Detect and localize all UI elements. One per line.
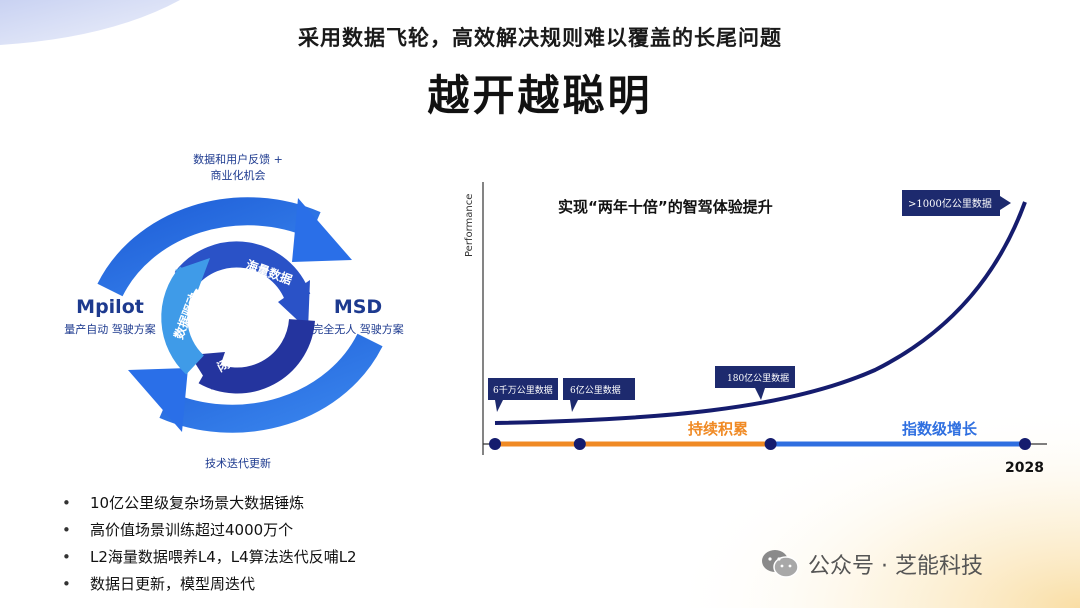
callout-1: 6千万公里数据: [488, 378, 558, 412]
performance-curve: [494, 201, 1027, 425]
top-cycle-label: 数据和用户反馈 + 商业化机会: [158, 152, 318, 184]
watermark-text: 公众号 · 芝能科技: [808, 554, 983, 579]
right-node-title: MSD: [333, 296, 383, 318]
bullet-item: 10亿公里级复杂场景大数据锤炼: [62, 490, 357, 517]
milestone-dot-3: [1019, 438, 1031, 450]
inner-arrowhead-bottom: [190, 352, 225, 390]
bullet-item: 高价值场景训练超过4000万个: [62, 517, 357, 544]
top-label-line2: 商业化机会: [210, 169, 266, 182]
callout-text: 6千万公里数据: [493, 384, 553, 396]
phase2-label: 指数级增长: [902, 420, 978, 438]
callout-2: 6亿公里数据: [563, 378, 635, 412]
growth-chart: Performance 实现“两年十倍”的智驾体验提升 持续积累 指数级增长 2…: [455, 180, 1055, 480]
chart-title: 实现“两年十倍”的智驾体验提升: [558, 198, 773, 216]
x-end-label: 2028: [1005, 460, 1044, 476]
page-title: 越开越聪明: [427, 71, 653, 120]
outer-arrow-top: [97, 197, 321, 297]
inner-arrowhead-left: [175, 258, 210, 290]
wechat-icon: [762, 550, 799, 578]
outer-arrow-bottom: [159, 333, 383, 433]
phase1-label: 持续积累: [688, 420, 748, 438]
growth-chart-svg: Performance 实现“两年十倍”的智驾体验提升 持续积累 指数级增长 2…: [464, 182, 1047, 476]
bullet-list: 10亿公里级复杂场景大数据锤炼 高价值场景训练超过4000万个 L2海量数据喂养…: [62, 490, 357, 598]
flywheel-arrows: 海量数据 数据驱动 闭环自动化: [97, 197, 383, 433]
page-subtitle: 采用数据飞轮，高效解决规则难以覆盖的长尾问题: [298, 26, 782, 50]
inner-arrow-left: [161, 266, 205, 375]
bullet-item: L2海量数据喂养L4，L4算法迭代反哺L2: [62, 544, 357, 571]
right-node-subtitle: 完全无人 驾驶方案: [312, 323, 404, 336]
outer-arrowhead-top: [292, 198, 352, 262]
callout-text: >1000亿公里数据: [908, 197, 992, 210]
inner-arrowhead-top: [278, 280, 310, 330]
left-node-title: Mpilot: [76, 296, 144, 318]
milestone-dot-2: [764, 438, 777, 450]
watermark: 公众号 · 芝能科技: [760, 548, 983, 580]
inner-arrow-bottom: [198, 318, 315, 394]
callout-text: 180亿公里数据: [727, 372, 789, 384]
y-axis-label: Performance: [464, 194, 475, 257]
top-label-line1: 数据和用户反馈 +: [193, 153, 283, 166]
milestone-dot-1: [573, 438, 586, 450]
callout-4: >1000亿公里数据: [902, 190, 1011, 216]
bullet-item: 数据日更新，模型周迭代: [62, 571, 357, 598]
outer-arrowhead-bottom: [128, 368, 188, 432]
callout-3: 180亿公里数据: [715, 366, 795, 400]
milestone-dot-0: [489, 438, 501, 450]
milestone-markers: [489, 438, 1031, 450]
bottom-cycle-label: 技术迭代更新: [205, 457, 271, 470]
callout-text: 6亿公里数据: [570, 384, 621, 396]
data-flywheel-diagram: 海量数据 数据驱动 闭环自动化 数据和用户反馈 + 商业化机会 技术迭代更新 M…: [40, 140, 440, 480]
left-node-subtitle: 量产自动 驾驶方案: [64, 323, 156, 336]
